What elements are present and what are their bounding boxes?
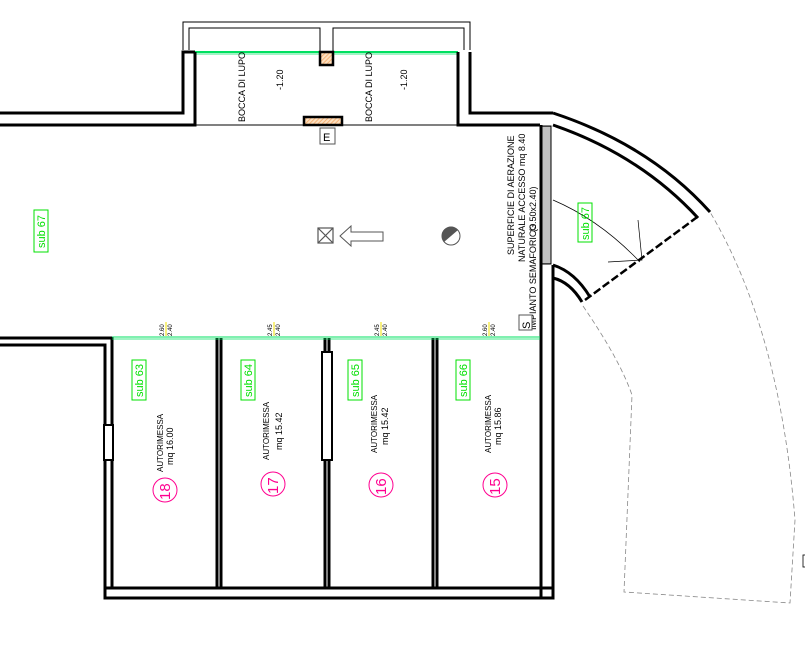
e-symbol: E — [323, 132, 330, 144]
svg-text:2.40: 2.40 — [276, 324, 282, 336]
walls — [0, 50, 555, 600]
traffic-light-label: IMPIANTO SEMAFORICO — [528, 224, 538, 330]
grating — [541, 125, 552, 265]
svg-text:2.60: 2.60 — [160, 324, 166, 336]
svg-text:17: 17 — [265, 477, 282, 494]
garage-18: 2.60 2.40 sub 63 AUTORIMESSA mq 16.00 18 — [131, 324, 178, 503]
svg-text:2.40: 2.40 — [168, 324, 174, 336]
level-label: -1.20 — [399, 69, 409, 90]
svg-text:sub 65: sub 65 — [350, 364, 362, 397]
svg-text:AUTORIMESSA: AUTORIMESSA — [262, 401, 271, 460]
ramp — [552, 111, 796, 604]
garage-17: 2.45 2.40 sub 64 AUTORIMESSA mq 15.42 17 — [240, 324, 286, 497]
aeration-area: NATURALE ACCESSO mq 8.40 — [517, 134, 527, 262]
pillar — [318, 50, 335, 67]
svg-text:2.40: 2.40 — [383, 324, 389, 336]
sub-label: sub 67 — [580, 207, 592, 240]
arrow-left-icon — [339, 224, 384, 248]
garage-15: 2.60 2.40 sub 66 AUTORIMESSA mq 15.86 15 — [455, 324, 508, 498]
garage-16: 2.45 2.40 sub 65 AUTORIMESSA mq 15.42 16 — [347, 324, 394, 498]
s-symbol: S — [521, 322, 533, 329]
svg-text:mq 15.86: mq 15.86 — [493, 407, 503, 445]
svg-text:2.45: 2.45 — [268, 324, 274, 336]
svg-text:mq 15.42: mq 15.42 — [274, 412, 284, 450]
svg-text:AUTORIMESSA: AUTORIMESSA — [370, 394, 379, 453]
light-fixture-icon — [441, 226, 461, 246]
level-label: -1.20 — [275, 69, 285, 90]
svg-text:18: 18 — [157, 483, 174, 500]
sub-label: sub 67 — [36, 215, 48, 248]
svg-text:2.60: 2.60 — [483, 324, 489, 336]
svg-text:AUTORIMESSA: AUTORIMESSA — [484, 394, 493, 453]
beam — [302, 115, 344, 127]
svg-text:mq 15.42: mq 15.42 — [380, 407, 390, 445]
exhaust-symbol-icon — [317, 227, 334, 244]
svg-text:15: 15 — [487, 478, 504, 495]
svg-text:AUTORIMESSA: AUTORIMESSA — [156, 413, 165, 472]
svg-text:sub 66: sub 66 — [458, 364, 470, 397]
light-well-parapet — [182, 21, 471, 52]
svg-text:mq 16.00: mq 16.00 — [165, 427, 175, 465]
svg-text:sub 63: sub 63 — [134, 364, 146, 397]
aeration-label: SUPERFICIE DI AERAZIONE — [506, 135, 516, 255]
light-well-label: BOCCA DI LUPO — [237, 52, 247, 122]
svg-text:2.45: 2.45 — [375, 324, 381, 336]
aeration-dims: (3.50x2.40) — [528, 186, 538, 232]
svg-text:2.40: 2.40 — [491, 324, 497, 336]
light-well-label: BOCCA DI LUPO — [364, 52, 374, 122]
svg-text:sub 64: sub 64 — [243, 364, 255, 397]
svg-text:16: 16 — [373, 478, 390, 495]
